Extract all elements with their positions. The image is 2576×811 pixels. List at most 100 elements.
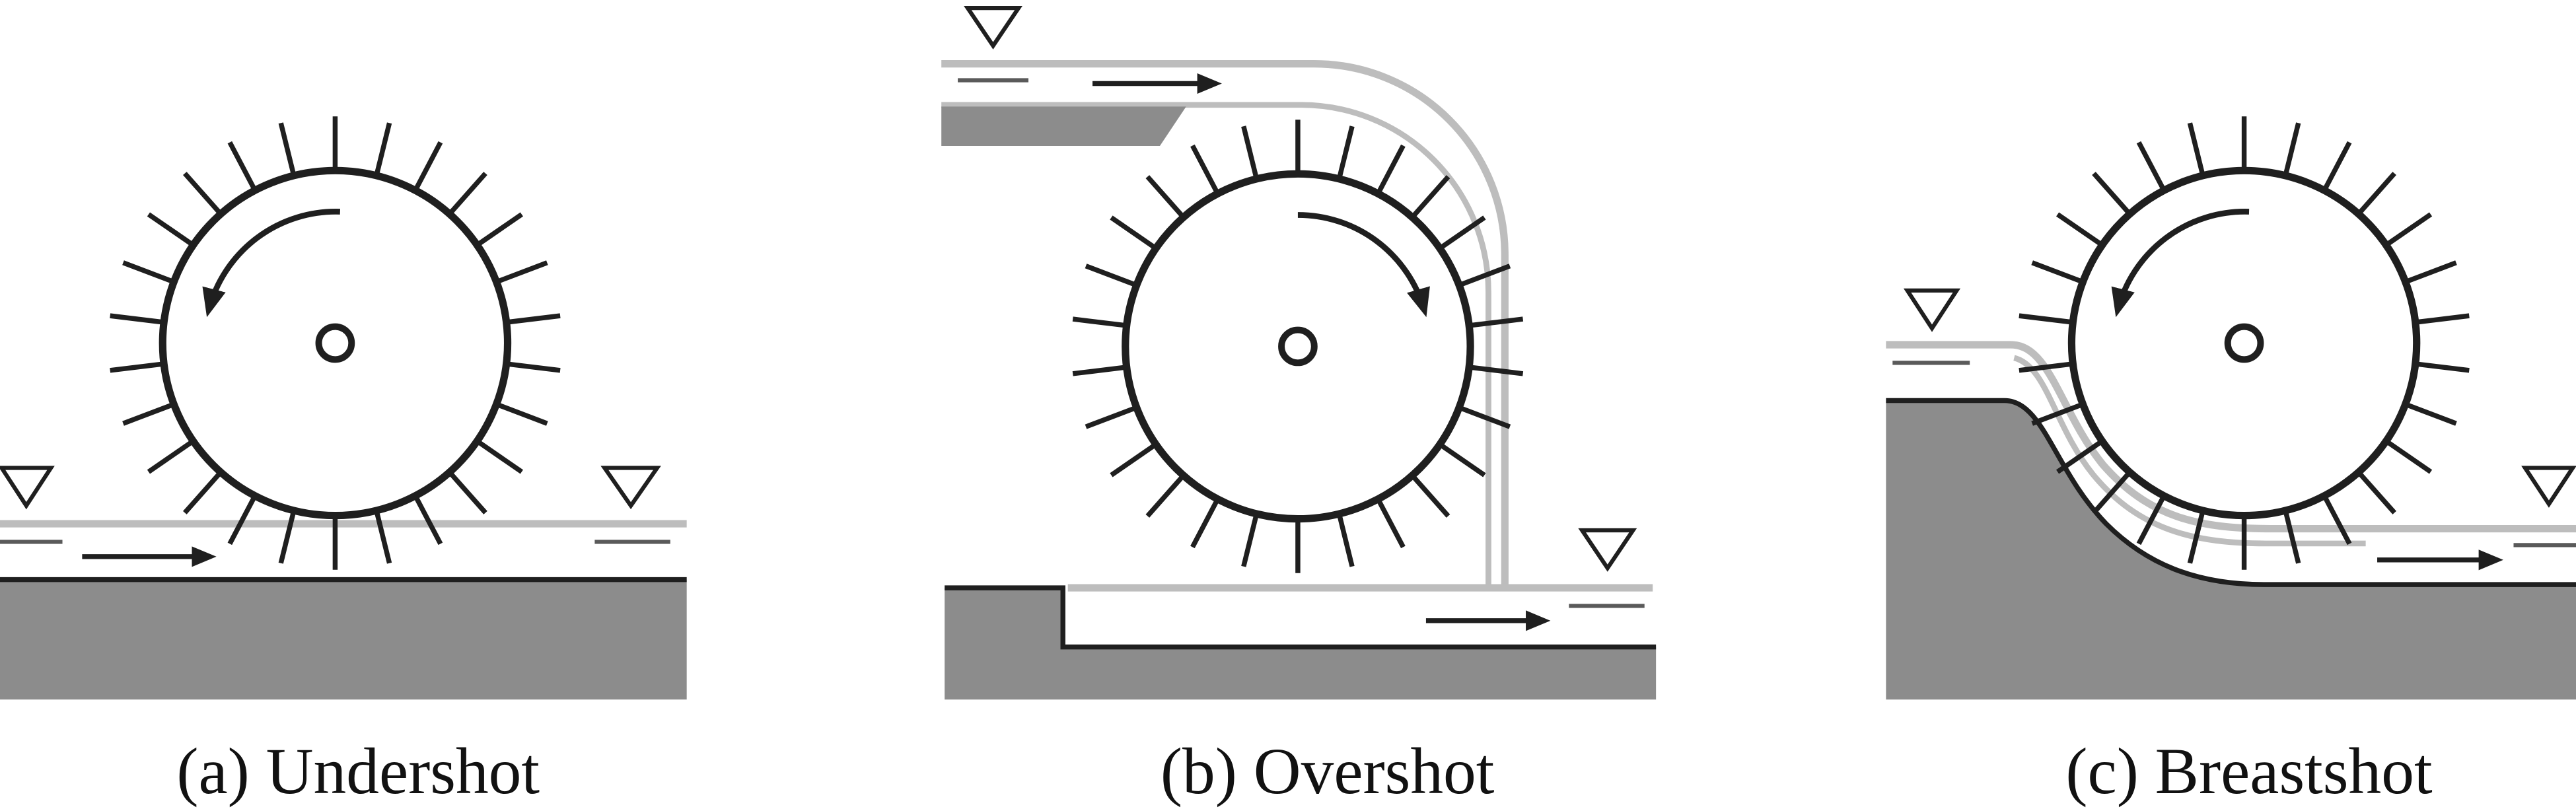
wheel-blade xyxy=(2384,439,2433,474)
water-wheel xyxy=(1072,120,1524,573)
wheel-blade xyxy=(2019,361,2073,373)
wheel-blade xyxy=(1336,513,1355,567)
wheel-blade xyxy=(2404,402,2457,426)
wheel-blade xyxy=(1375,144,1406,195)
wheel-hub xyxy=(315,323,355,363)
wheel-blade xyxy=(2092,172,2132,216)
wheel-blade xyxy=(2019,313,2073,325)
water-surface-inner xyxy=(2013,355,2366,547)
wheel-blade xyxy=(2092,470,2132,514)
wheel-blade xyxy=(2322,141,2352,192)
water-level-icon xyxy=(1569,528,1645,608)
water-surface-outer xyxy=(941,60,1509,588)
wheel-blade xyxy=(1072,365,1127,376)
wheel-blade xyxy=(1438,442,1486,477)
wheel-blade xyxy=(1410,175,1450,219)
water-level-icon xyxy=(2513,466,2576,547)
water-surface-inner xyxy=(941,102,1491,588)
wheel-blade xyxy=(1468,365,1524,376)
wheel-blade xyxy=(1145,474,1186,518)
wheel-blade xyxy=(1410,474,1450,518)
wheel-blade xyxy=(1468,316,1524,328)
wheel-blade xyxy=(495,260,548,285)
wheel-blade xyxy=(1085,264,1138,288)
wheel-blades xyxy=(1072,120,1524,573)
wheel-blade xyxy=(147,212,195,248)
wheel-blade xyxy=(2404,260,2457,285)
wheel-blade xyxy=(147,439,195,474)
wheel-blade xyxy=(1190,497,1220,549)
wheel-blade xyxy=(476,212,523,248)
rotation-arrow xyxy=(1297,212,1430,318)
wheel-blade xyxy=(1336,125,1355,180)
wheel-blades xyxy=(110,116,561,570)
wheel-blade xyxy=(2356,172,2396,216)
wheel-blade xyxy=(2283,122,2301,176)
water-surface xyxy=(1886,341,2576,533)
ground-surface xyxy=(945,585,1657,650)
wheel-blade xyxy=(447,470,487,514)
wheel-blade xyxy=(2056,212,2104,248)
wheel-hub xyxy=(2224,323,2264,363)
wheel-blade xyxy=(278,510,297,564)
wheel-blade xyxy=(182,470,223,514)
wheel-blade xyxy=(2031,402,2084,426)
wheel-blade xyxy=(2187,122,2205,176)
wheel-blade xyxy=(2056,439,2104,474)
wheel-blade xyxy=(1072,316,1127,328)
wheel-rim xyxy=(1122,170,1474,523)
wheel-blade xyxy=(374,122,392,176)
wheel-blade xyxy=(413,494,443,546)
ground xyxy=(945,588,1657,700)
wheel-blade xyxy=(2136,494,2166,546)
wheel-blade xyxy=(2031,260,2084,285)
wheel-blade xyxy=(1375,497,1406,549)
wheel-blade xyxy=(1458,405,1511,429)
wheel-blade xyxy=(506,313,561,325)
ground-surface xyxy=(1886,398,2576,587)
wheel-blade xyxy=(2356,470,2396,514)
wheel-blade xyxy=(227,141,258,192)
panel-caption: (b) Overshot xyxy=(1161,734,1495,808)
wheel-hub xyxy=(1278,326,1318,367)
panel-breastshot: (c) Breastshot xyxy=(1886,116,2576,808)
wheel-blade xyxy=(1438,215,1486,251)
ground xyxy=(1886,400,2576,700)
wheel-blade xyxy=(506,361,561,373)
wheel-blade xyxy=(1085,405,1138,429)
wheel-blade xyxy=(2136,141,2166,192)
wheel-blade xyxy=(227,494,258,546)
wheel-rim xyxy=(2067,166,2421,520)
wheel-blade xyxy=(374,510,392,564)
wheel-blade xyxy=(2415,313,2470,325)
wheel-blade xyxy=(2415,361,2470,373)
rotation-arrow xyxy=(202,209,340,318)
wheel-blade xyxy=(1190,144,1220,195)
panel-undershot: (a) Undershot xyxy=(0,116,687,808)
wheel-blade xyxy=(278,122,297,176)
wheel-blade xyxy=(2384,212,2433,248)
wheel-rim xyxy=(159,166,512,520)
wheel-blade xyxy=(110,361,164,373)
wheel-blade xyxy=(110,313,164,325)
wheel-blade xyxy=(495,402,548,426)
wheel-blade xyxy=(2322,494,2352,546)
wheel-blade xyxy=(1241,513,1260,567)
rotation-arrow xyxy=(2111,209,2250,318)
flume xyxy=(941,106,1186,147)
water-level-icon xyxy=(0,466,63,544)
wheel-blades xyxy=(2019,116,2470,570)
panel-caption: (c) Breastshot xyxy=(2065,734,2433,808)
panel-caption: (a) Undershot xyxy=(176,734,540,808)
wheel-blade xyxy=(447,172,487,216)
ground xyxy=(0,579,687,700)
water-wheel xyxy=(2019,116,2470,570)
wheel-blade xyxy=(2283,510,2301,564)
panel-overshot: (b) Overshot xyxy=(941,5,1657,808)
wheel-blade xyxy=(122,402,175,426)
wheel-blade xyxy=(182,172,223,216)
water-wheel xyxy=(110,116,561,570)
water-level-icon xyxy=(958,5,1029,83)
wheel-blade xyxy=(1110,215,1158,251)
